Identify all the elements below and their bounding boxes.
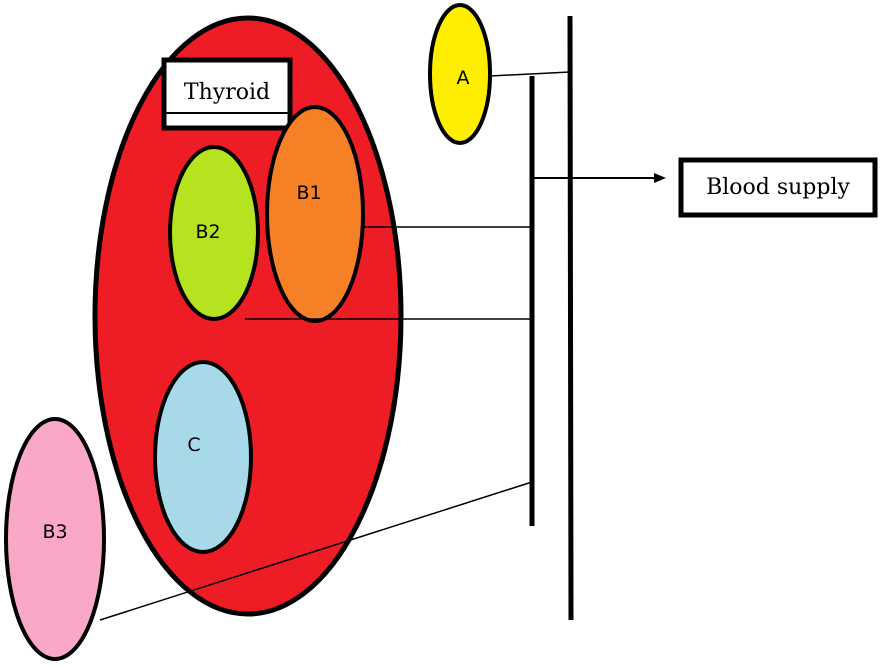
node-a-shape [428,3,492,145]
node-b1-shape [265,105,365,323]
blood-supply-label: Blood supply [706,175,850,200]
connector-a [489,71,571,77]
node-b3-label: B3 [42,521,67,543]
blood-supply-box: Blood supply [678,157,878,218]
node-c-label: C [187,434,200,456]
node-b2: B2 [168,145,260,321]
node-b3: B3 [4,417,106,661]
thyroid-label: Thyroid [184,80,270,105]
node-b1: B1 [265,105,365,323]
node-b2-label: B2 [195,221,220,243]
connector-b3 [99,481,533,621]
thyroid-label-box: Thyroid [161,57,293,131]
node-b3-shape [4,417,106,661]
node-c-shape [153,360,253,554]
node-b2-shape [168,145,260,321]
node-a-label: A [457,67,470,89]
vessel-outer [567,15,574,621]
node-b1-label: B1 [296,182,321,204]
node-a: A [428,3,492,145]
node-c: C [153,360,253,554]
